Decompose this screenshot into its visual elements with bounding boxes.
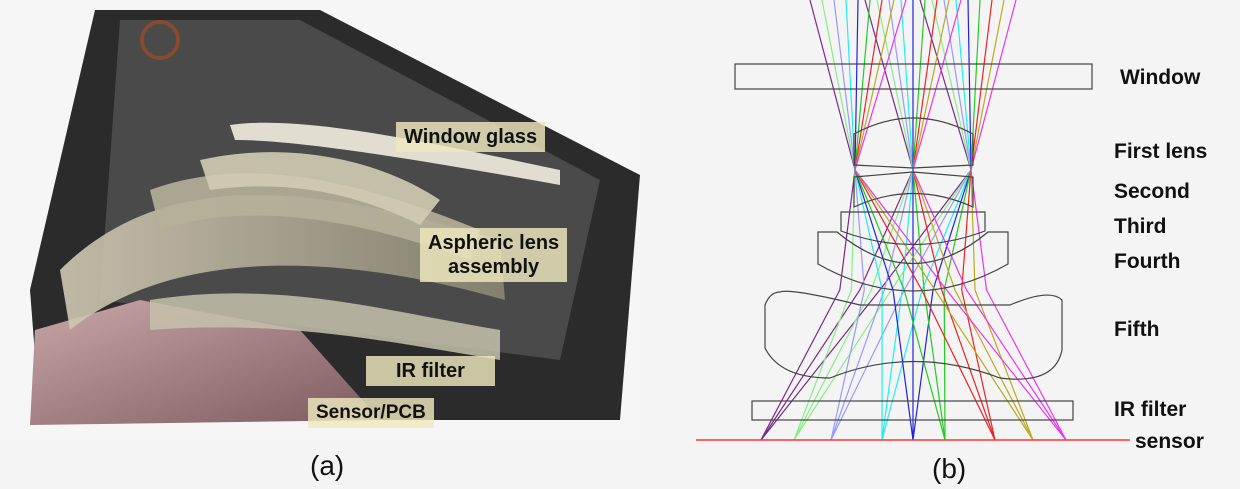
light-ray	[793, 0, 856, 441]
caption-b: (b)	[932, 453, 966, 484]
ir-filter-element	[751, 400, 1074, 421]
label-second: Second	[1114, 180, 1190, 203]
light-ray	[854, 0, 946, 441]
light-ray	[912, 0, 1067, 441]
label-aspheric-line2: assembly	[448, 256, 540, 278]
light-ray	[961, 0, 996, 441]
light-ray	[760, 0, 972, 441]
label-ir-filter: IR filter	[1114, 398, 1186, 421]
light-ray	[793, 0, 972, 441]
light-ray	[912, 0, 996, 441]
window-element	[734, 63, 1093, 90]
light-ray	[793, 0, 914, 441]
light-ray	[881, 0, 914, 441]
light-ray	[830, 0, 914, 441]
light-ray	[845, 0, 883, 441]
label-fourth: Fourth	[1114, 250, 1180, 273]
label-sensor-pcb: Sensor/PCB	[308, 398, 434, 428]
third-lens	[840, 211, 986, 246]
light-ray	[854, 0, 914, 441]
light-ray	[970, 0, 1034, 441]
second-lens	[853, 171, 974, 208]
label-aspheric-line1: Aspheric lens	[428, 232, 560, 254]
light-ray	[912, 0, 972, 441]
fifth-lens	[764, 290, 1063, 380]
light-ray	[854, 0, 1034, 441]
light-ray	[881, 0, 972, 441]
light-ray	[854, 0, 996, 441]
light-ray	[912, 0, 946, 441]
light-ray	[830, 0, 865, 441]
caption-a: (a)	[310, 450, 345, 481]
label-first-lens: First lens	[1114, 140, 1207, 163]
label-third: Third	[1114, 215, 1167, 238]
label-window-glass: Window glass	[396, 122, 546, 152]
light-ray	[912, 0, 1034, 441]
label-window: Window	[1120, 66, 1201, 89]
label-sensor: sensor	[1135, 430, 1204, 453]
light-ray	[830, 0, 972, 441]
light-ray	[760, 0, 914, 441]
light-ray	[970, 0, 1067, 441]
fourth-lens	[817, 231, 1009, 292]
light-ray	[943, 0, 981, 441]
rays	[760, 0, 1067, 441]
label-aspheric-lens-assembly: Aspheric lens assembly	[420, 228, 568, 282]
label-fifth: Fifth	[1114, 318, 1159, 341]
first-lens	[853, 117, 974, 169]
label-ir-filter-photo: IR filter	[366, 356, 495, 386]
light-ray	[760, 0, 856, 441]
light-ray	[854, 0, 1067, 441]
camera-module-photo	[0, 0, 640, 440]
